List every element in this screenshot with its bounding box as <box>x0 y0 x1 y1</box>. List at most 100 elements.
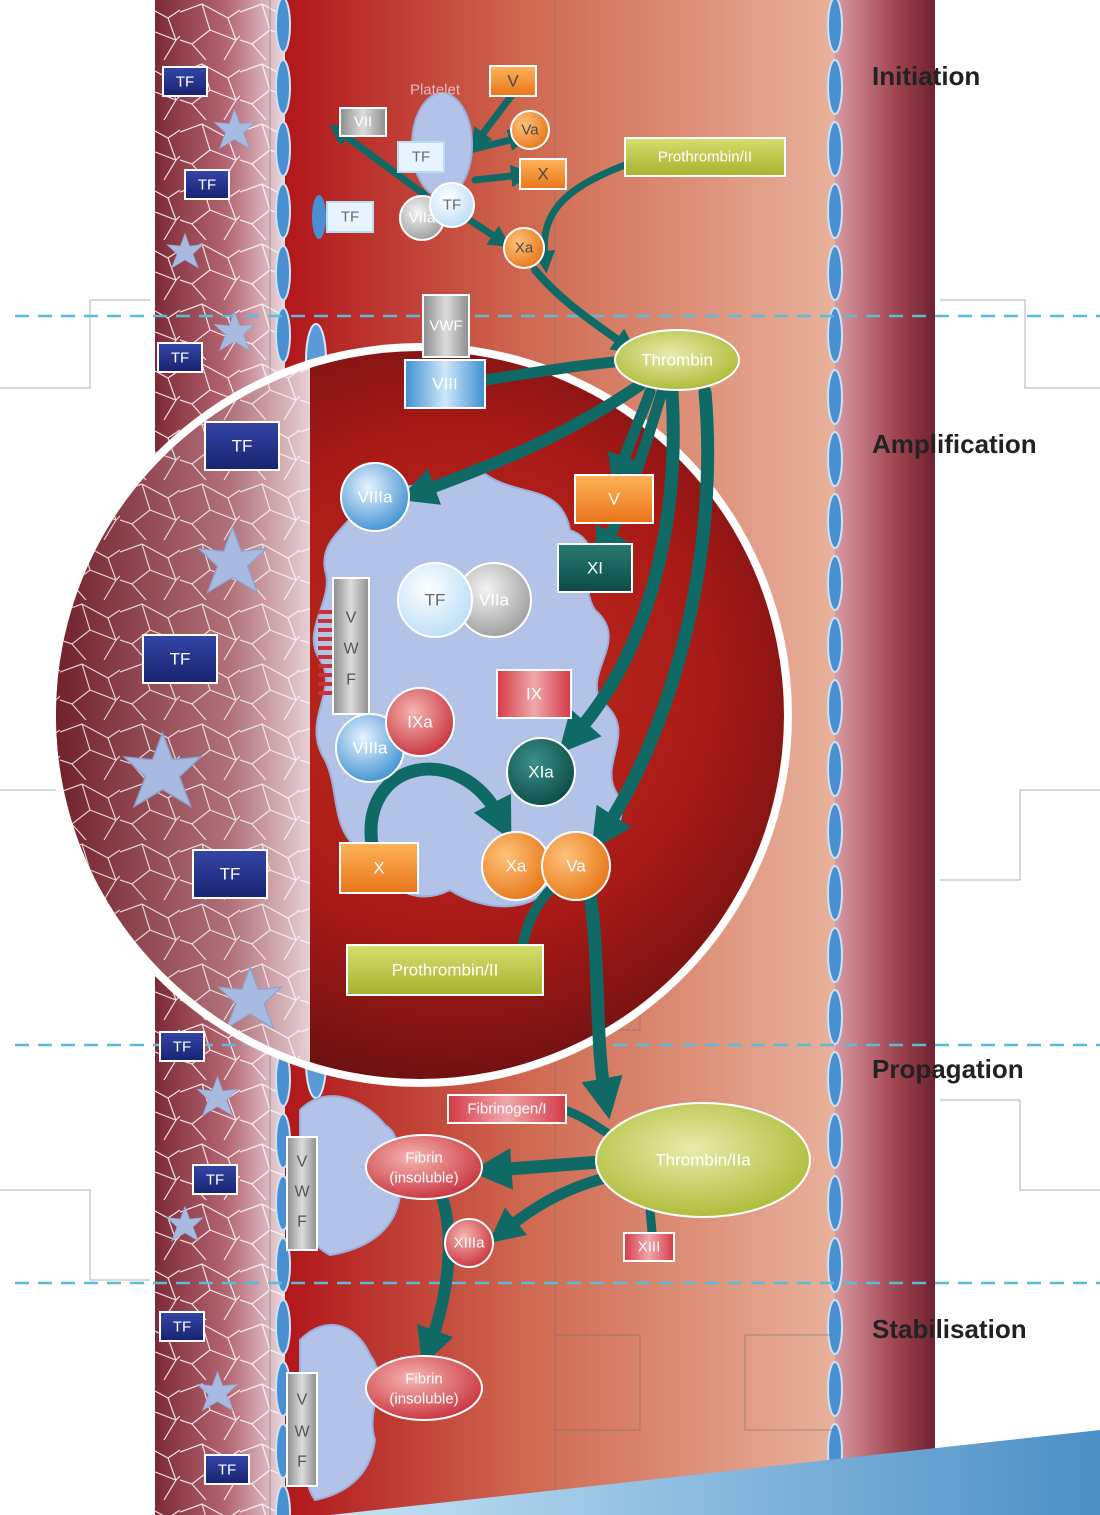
factor-v-box: V <box>490 66 536 96</box>
endothelial-cell <box>276 122 290 176</box>
svg-text:W: W <box>294 1424 310 1441</box>
thrombin-iia-ellipse: Thrombin/IIa <box>596 1103 810 1217</box>
svg-text:Xa: Xa <box>515 240 534 257</box>
endothelial-cell <box>828 1362 842 1416</box>
endothelial-cell <box>276 184 290 238</box>
svg-text:F: F <box>297 1454 307 1471</box>
svg-text:TF: TF <box>176 74 194 91</box>
factor-xiiia-circle: XIIIa <box>445 1219 493 1267</box>
svg-text:TF: TF <box>170 650 191 669</box>
tf-box-platelet: TF <box>398 142 444 172</box>
endothelial-cell <box>276 60 290 114</box>
factor-ixa-circle: IXa <box>386 688 454 756</box>
svg-text:TF: TF <box>173 1319 191 1336</box>
tf-box: TF <box>193 1165 237 1194</box>
tf-box: TF <box>160 1032 204 1061</box>
endothelial-cell <box>276 246 290 300</box>
endothelial-cell <box>276 1300 290 1354</box>
endothelial-cell <box>828 618 842 672</box>
factor-va-circle: Va <box>511 111 549 149</box>
factor-x-box-amp: X <box>340 843 418 893</box>
factor-ix-box: IX <box>497 670 571 718</box>
svg-text:Fibrin: Fibrin <box>405 1150 443 1167</box>
vwf-box: VWF <box>423 295 469 357</box>
svg-text:XIII: XIII <box>638 1239 661 1256</box>
endothelial-cell <box>276 0 290 52</box>
svg-text:XIIIa: XIIIa <box>454 1235 486 1252</box>
svg-text:VIIIa: VIIIa <box>358 488 394 507</box>
stable-fibrin-ellipse: Fibrin (insoluble) <box>366 1356 482 1420</box>
svg-text:IXa: IXa <box>407 713 433 732</box>
tf-box: TF <box>160 1312 204 1341</box>
tf-box: TF <box>205 422 279 470</box>
factor-vii-box: VII <box>340 108 386 136</box>
svg-text:(insoluble): (insoluble) <box>389 1391 458 1408</box>
svg-text:V: V <box>608 490 620 509</box>
right-vessel-wall <box>835 0 935 1515</box>
svg-text:V: V <box>346 610 357 627</box>
svg-text:IX: IX <box>526 685 542 704</box>
tf-box: TF <box>205 1455 249 1484</box>
endothelial-cell <box>828 184 842 238</box>
svg-text:TF: TF <box>173 1039 191 1056</box>
endothelial-cell <box>828 680 842 734</box>
endothelial-cell <box>828 1114 842 1168</box>
factor-xa-circle: Xa <box>504 228 544 268</box>
arrow-thrombin-to-fibrin <box>495 1162 600 1170</box>
svg-text:V: V <box>297 1154 308 1171</box>
endothelial-cell <box>828 866 842 920</box>
endothelial-cell <box>828 928 842 982</box>
svg-text:F: F <box>346 672 356 689</box>
vwf-receptor-stabilisation: V W F <box>287 1373 317 1486</box>
tf-box: TF <box>193 850 267 898</box>
svg-text:Fibrinogen/I: Fibrinogen/I <box>467 1101 546 1118</box>
endothelial-cell <box>828 990 842 1044</box>
svg-text:TF: TF <box>425 591 446 610</box>
tf-circle-amp: TF <box>398 563 472 637</box>
endothelial-cell <box>828 742 842 796</box>
factor-va-circle-amp: Va <box>542 832 610 900</box>
svg-text:VIIIa: VIIIa <box>353 739 389 758</box>
endothelial-cell <box>828 494 842 548</box>
phase-stabilisation-label: Stabilisation <box>872 1314 1027 1344</box>
svg-text:VIII: VIII <box>432 375 458 394</box>
endothelial-cell <box>828 1176 842 1230</box>
svg-text:Thrombin: Thrombin <box>641 351 713 370</box>
svg-text:X: X <box>373 859 384 878</box>
svg-text:VII: VII <box>354 114 372 131</box>
endothelial-cell <box>828 0 842 52</box>
platelet-label: Platelet <box>410 82 461 99</box>
tf-box: TF <box>163 67 207 96</box>
endothelial-cell <box>828 122 842 176</box>
endothelial-cell <box>828 60 842 114</box>
factor-viii-box: VIII <box>405 360 485 408</box>
vwf-receptor-propagation: V W F <box>287 1137 317 1250</box>
phase-propagation-label: Propagation <box>872 1054 1024 1084</box>
tf-complex-circle: TF <box>430 183 474 227</box>
factor-xia-circle: XIa <box>507 738 575 806</box>
svg-text:TF: TF <box>412 149 430 166</box>
svg-text:XI: XI <box>587 559 603 578</box>
prothrombin-box-amp: Prothrombin/II <box>347 945 543 995</box>
phase-initiation-label: Initiation <box>872 61 980 91</box>
tf-box: TF <box>185 170 229 199</box>
svg-text:TF: TF <box>232 437 253 456</box>
factor-xi-box: XI <box>558 544 632 592</box>
thrombin-ellipse: Thrombin <box>615 330 739 390</box>
svg-text:Xa: Xa <box>506 857 527 876</box>
endothelial-cell <box>828 1300 842 1354</box>
tf-box: TF <box>143 635 217 683</box>
svg-text:X: X <box>537 165 548 184</box>
svg-text:TF: TF <box>171 350 189 367</box>
endothelial-cell <box>828 1052 842 1106</box>
svg-text:TF: TF <box>220 865 241 884</box>
prothrombin-box: Prothrombin/II <box>625 138 785 176</box>
svg-text:Prothrombin/II: Prothrombin/II <box>658 149 752 166</box>
svg-text:F: F <box>297 1214 307 1231</box>
svg-text:W: W <box>294 1184 310 1201</box>
svg-text:V: V <box>297 1392 308 1409</box>
fibrinogen-box: Fibrinogen/I <box>448 1095 566 1123</box>
svg-text:Thrombin/IIa: Thrombin/IIa <box>655 1151 751 1170</box>
svg-text:Va: Va <box>521 122 539 139</box>
